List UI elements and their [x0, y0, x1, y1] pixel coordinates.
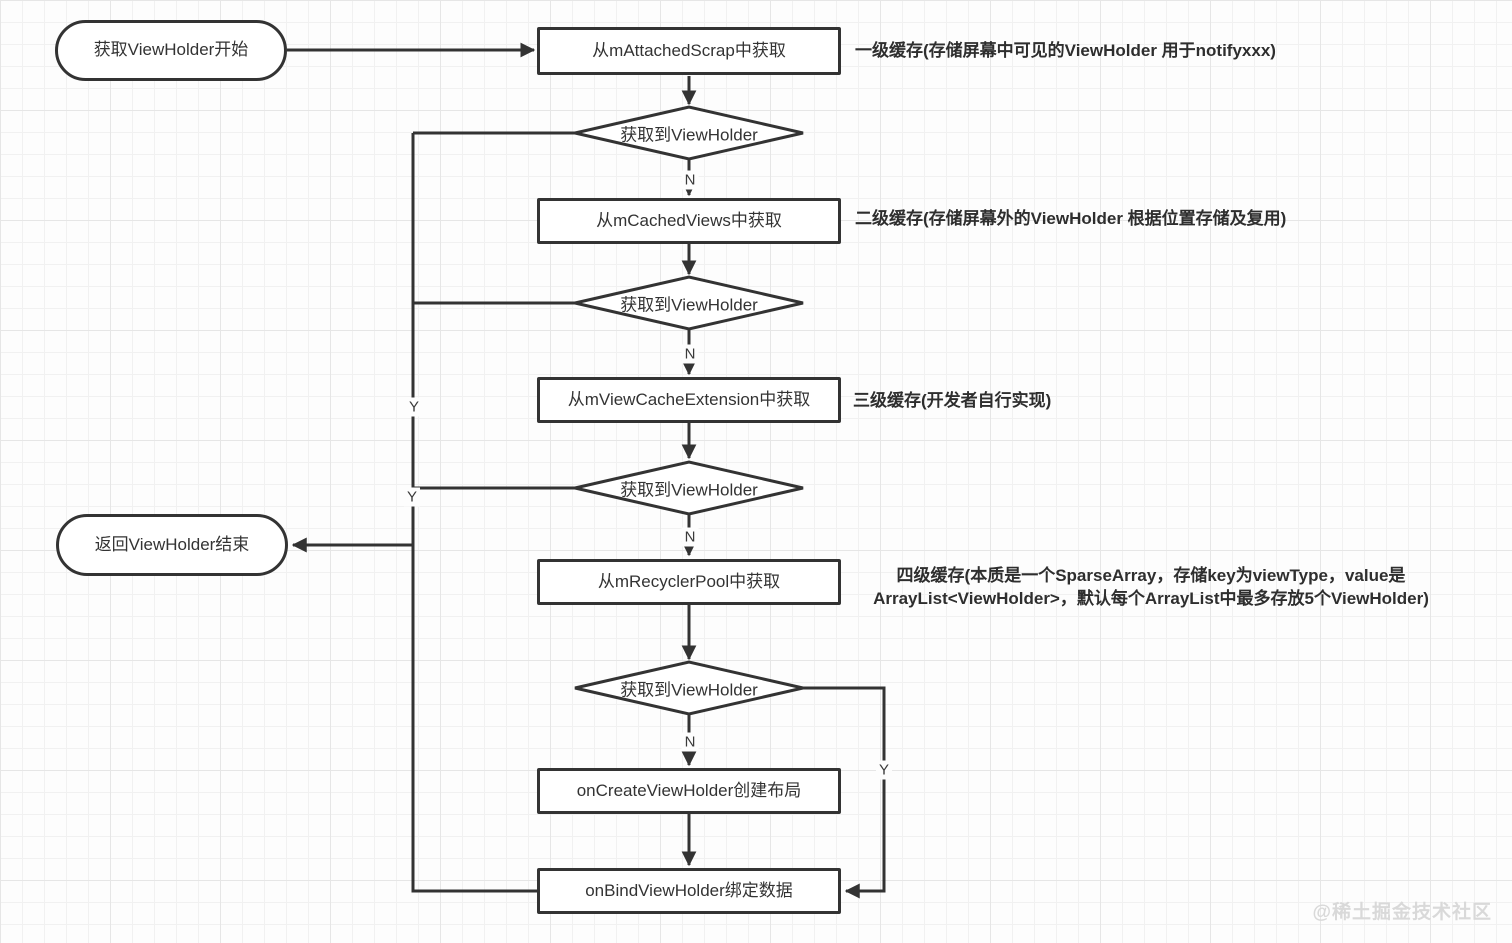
start-node: 获取ViewHolder开始 — [55, 20, 287, 81]
decision-got-viewholder-3 — [574, 460, 804, 516]
edge-label-no-1: N — [681, 170, 699, 190]
decision-4-label: 获取到ViewHolder — [620, 680, 758, 700]
edge-left-trunk — [411, 133, 537, 893]
process-get-cached-views: 从mCachedViews中获取 — [537, 198, 841, 244]
annotation-level4-cache-line1: 四级缓存(本质是一个SparseArray，存储key为viewType，val… — [896, 566, 1406, 585]
decision-got-viewholder-1 — [574, 105, 804, 161]
end-node: 返回ViewHolder结束 — [56, 514, 288, 576]
process-on-bind-view-holder: onBindViewHolder绑定数据 — [537, 868, 841, 914]
process-get-attached-scrap-label: 从mAttachedScrap中获取 — [592, 40, 786, 60]
end-node-label: 返回ViewHolder结束 — [94, 534, 250, 554]
annotation-level3-cache: 三级缓存(开发者自行实现) — [853, 391, 1052, 410]
process-get-attached-scrap: 从mAttachedScrap中获取 — [537, 27, 841, 75]
decision-1-label: 获取到ViewHolder — [620, 125, 758, 145]
process-on-create-view-holder: onCreateViewHolder创建布局 — [537, 768, 841, 814]
decision-2-label: 获取到ViewHolder — [620, 295, 758, 315]
process-get-cached-views-label: 从mCachedViews中获取 — [596, 210, 782, 230]
process-get-view-cache-extension-label: 从mViewCacheExtension中获取 — [567, 389, 811, 409]
decision-got-viewholder-4 — [574, 660, 804, 716]
edge-label-yes-3: Y — [875, 760, 893, 780]
process-on-bind-view-holder-label: onBindViewHolder绑定数据 — [585, 880, 793, 900]
process-get-recycler-pool: 从mRecyclerPool中获取 — [537, 559, 841, 605]
decision-got-viewholder-2 — [574, 275, 804, 331]
annotation-level1-cache: 一级缓存(存储屏幕中可见的ViewHolder 用于notifyxxx) — [855, 41, 1276, 60]
start-node-label: 获取ViewHolder开始 — [93, 40, 249, 60]
edge-label-no-3: N — [681, 527, 699, 547]
edge-label-no-4: N — [681, 732, 699, 752]
annotation-level4-cache: 四级缓存(本质是一个SparseArray，存储key为viewType，val… — [841, 564, 1461, 610]
edge-label-yes-2: Y — [403, 487, 421, 507]
annotation-level2-cache: 二级缓存(存储屏幕外的ViewHolder 根据位置存储及复用) — [855, 209, 1287, 228]
process-get-recycler-pool-label: 从mRecyclerPool中获取 — [597, 571, 781, 591]
process-get-view-cache-extension: 从mViewCacheExtension中获取 — [537, 377, 841, 423]
decision-3-label: 获取到ViewHolder — [620, 480, 758, 500]
edge-decision4-yes-to-on-bind — [801, 686, 886, 899]
edge-label-no-2: N — [681, 344, 699, 364]
watermark: @稀土掘金技术社区 — [1312, 902, 1492, 923]
process-on-create-view-holder-label: onCreateViewHolder创建布局 — [576, 780, 802, 800]
edge-label-yes-1: Y — [405, 397, 423, 417]
annotation-level4-cache-line2: ArrayList<ViewHolder>，默认每个ArrayList中最多存放… — [873, 589, 1429, 608]
